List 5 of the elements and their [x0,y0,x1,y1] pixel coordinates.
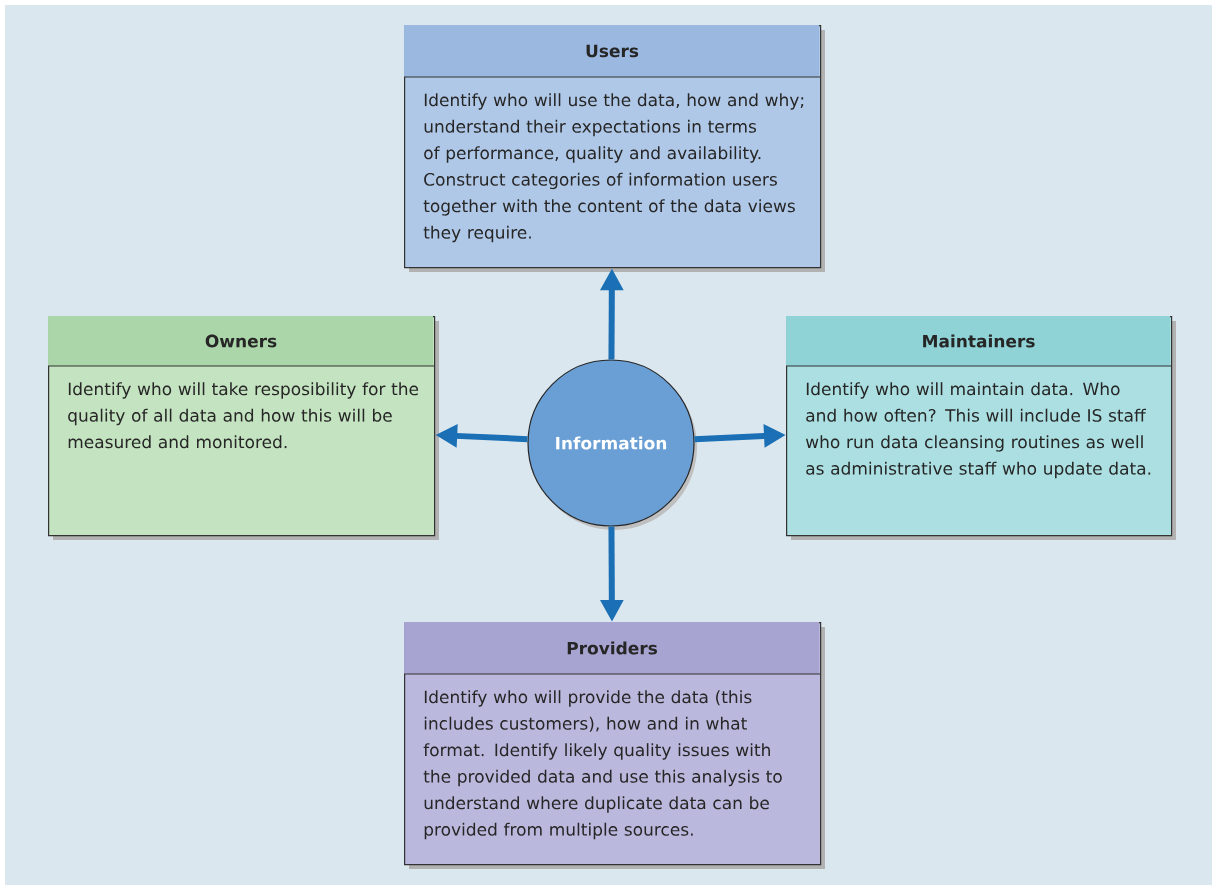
info-box: Owners Identify who will take resposibility for the quality of all data and how this will be measured and monitored. [47,316,439,540]
info-box: Users Identify who will use the data, how and why; understand their expectations in terms of performance, quality and availability. Construct categories of information users together with the content of the data views they require. [403,25,825,272]
info-box: Providers Identify who will provide the data (this includes customers), how and in what format. Identify likely quality issues with the provided data and use this analysis to understand where duplicate data can be provided from multiple sources. [403,622,825,869]
info-box: Maintainers Identify who will maintain data. Who and how often? This will include IS staff who run data cleansing routines as well as administrative staff who update data. [785,316,1176,540]
circle-node: Information [527,359,697,530]
